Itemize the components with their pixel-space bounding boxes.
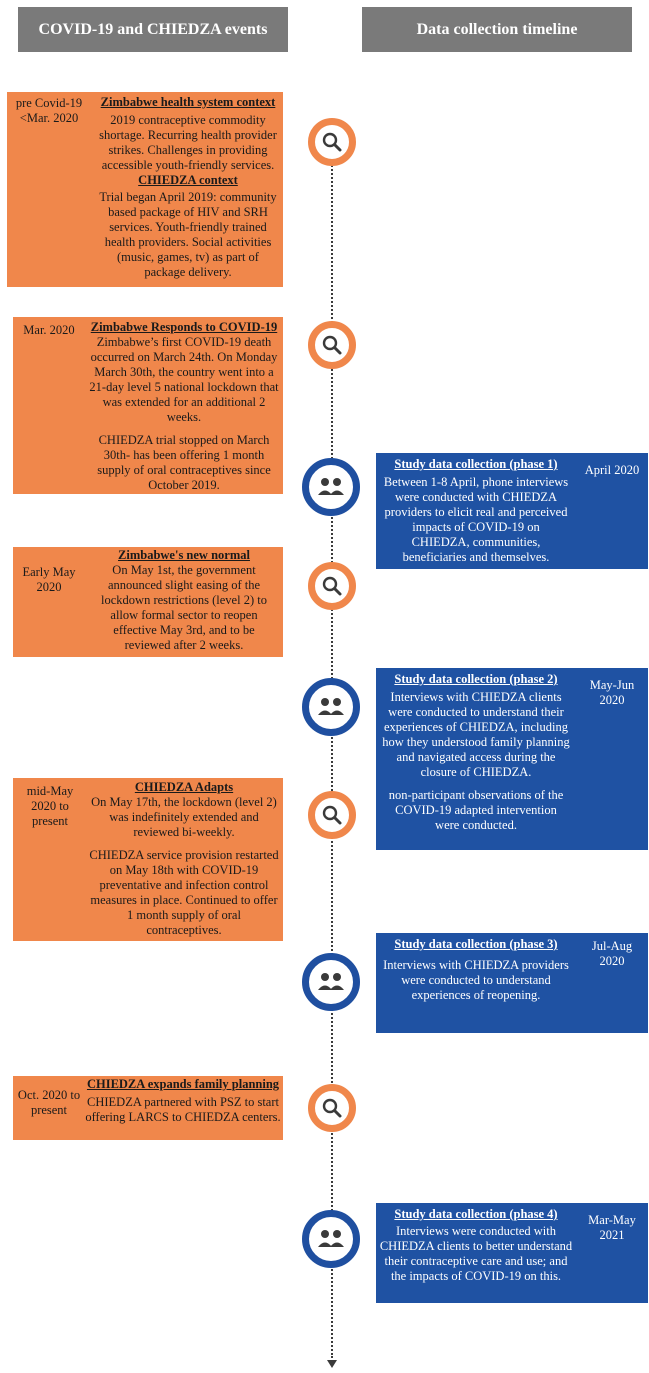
data-collection-box-phase-3: Study data collection (phase 3) Intervie… [376, 933, 648, 1033]
magnifier-icon [308, 118, 356, 166]
event-date: Early May 2020 [22, 565, 76, 594]
event-text: CHIEDZA trial stopped on March 30th- has… [97, 433, 271, 492]
event-content: Zimbabwe health system context 2019 cont… [95, 95, 281, 280]
event-box-covid-response: Mar. 2020 Zimbabwe Responds to COVID-19 … [13, 317, 283, 494]
event-text: On May 17th, the lockdown (level 2) was … [91, 795, 277, 839]
event-text: Trial began April 2019: community based … [99, 190, 277, 279]
event-title: CHIEDZA context [138, 173, 238, 187]
people-group-icon [302, 678, 360, 736]
event-title: Zimbabwe's new normal [118, 548, 250, 562]
event-title: Zimbabwe health system context [100, 95, 276, 109]
people-group-icon [302, 1210, 360, 1268]
data-collection-text: non-participant observations of the COVI… [388, 788, 564, 832]
data-collection-date: April 2020 [584, 463, 640, 477]
data-collection-title: Study data collection (phase 2) [394, 672, 558, 686]
event-content: Zimbabwe's new normal On May 1st, the go… [89, 548, 279, 653]
event-content: CHIEDZA Adapts On May 17th, the lockdown… [89, 780, 279, 938]
event-box-chiedza-adapts: mid-May 2020 to present CHIEDZA Adapts O… [13, 778, 283, 941]
magnifier-icon [308, 562, 356, 610]
right-column-header: Data collection timeline [362, 7, 632, 52]
timeline-arrow [327, 1360, 337, 1368]
event-date: mid-May 2020 to present [26, 784, 74, 828]
event-text: On May 1st, the government announced sli… [101, 563, 267, 652]
data-collection-date: May-Jun 2020 [589, 678, 635, 707]
event-text: 2019 contraceptive commodity shortage. R… [99, 113, 277, 172]
magnifier-icon [308, 321, 356, 369]
event-date: pre Covid-19 <Mar. 2020 [15, 96, 83, 125]
event-text: CHIEDZA service provision restarted on M… [89, 848, 279, 937]
event-content: Zimbabwe Responds to COVID-19 Zimbabwe’s… [89, 320, 279, 493]
data-collection-date: Jul-Aug 2020 [591, 939, 633, 968]
data-collection-content: Study data collection (phase 3) Intervie… [382, 937, 570, 1003]
people-group-icon [302, 458, 360, 516]
event-content: CHIEDZA expands family planning CHIEDZA … [85, 1077, 281, 1125]
data-collection-title: Study data collection (phase 3) [394, 937, 558, 951]
data-collection-title: Study data collection (phase 1) [394, 457, 558, 471]
data-collection-date: Mar-May 2021 [588, 1213, 636, 1242]
data-collection-text: Interviews with CHIEDZA providers were c… [383, 958, 569, 1002]
data-collection-content: Study data collection (phase 2) Intervie… [382, 672, 570, 833]
event-date: Mar. 2020 [23, 323, 75, 337]
data-collection-box-phase-4: Study data collection (phase 4) Intervie… [376, 1203, 648, 1303]
event-box-health-context: pre Covid-19 <Mar. 2020 Zimbabwe health … [7, 92, 283, 287]
data-collection-text: Between 1-8 April, phone interviews were… [383, 475, 569, 564]
magnifier-icon [308, 1084, 356, 1132]
data-collection-box-phase-1: Study data collection (phase 1) Between … [376, 453, 648, 569]
event-text: CHIEDZA partnered with PSZ to start offe… [85, 1095, 281, 1124]
data-collection-text: Interviews were conducted with CHIEDZA c… [379, 1224, 573, 1283]
data-collection-content: Study data collection (phase 1) Between … [382, 457, 570, 565]
left-column-header: COVID-19 and CHIEDZA events [18, 7, 288, 52]
event-box-new-normal: Early May 2020 Zimbabwe's new normal On … [13, 547, 283, 657]
event-box-family-planning: Oct. 2020 to present CHIEDZA expands fam… [13, 1076, 283, 1140]
timeline-line [331, 150, 333, 1358]
data-collection-text: Interviews with CHIEDZA clients were con… [382, 690, 570, 779]
people-group-icon [302, 953, 360, 1011]
event-title: CHIEDZA expands family planning [86, 1077, 280, 1091]
magnifier-icon [308, 791, 356, 839]
data-collection-box-phase-2: Study data collection (phase 2) Intervie… [376, 668, 648, 850]
event-date: Oct. 2020 to present [17, 1088, 81, 1117]
event-title: CHIEDZA Adapts [134, 780, 234, 794]
data-collection-title: Study data collection (phase 4) [394, 1207, 558, 1221]
data-collection-content: Study data collection (phase 4) Intervie… [378, 1207, 574, 1284]
event-text: Zimbabwe’s first COVID-19 death occurred… [89, 335, 279, 424]
event-title: Zimbabwe Responds to COVID-19 [90, 320, 278, 334]
